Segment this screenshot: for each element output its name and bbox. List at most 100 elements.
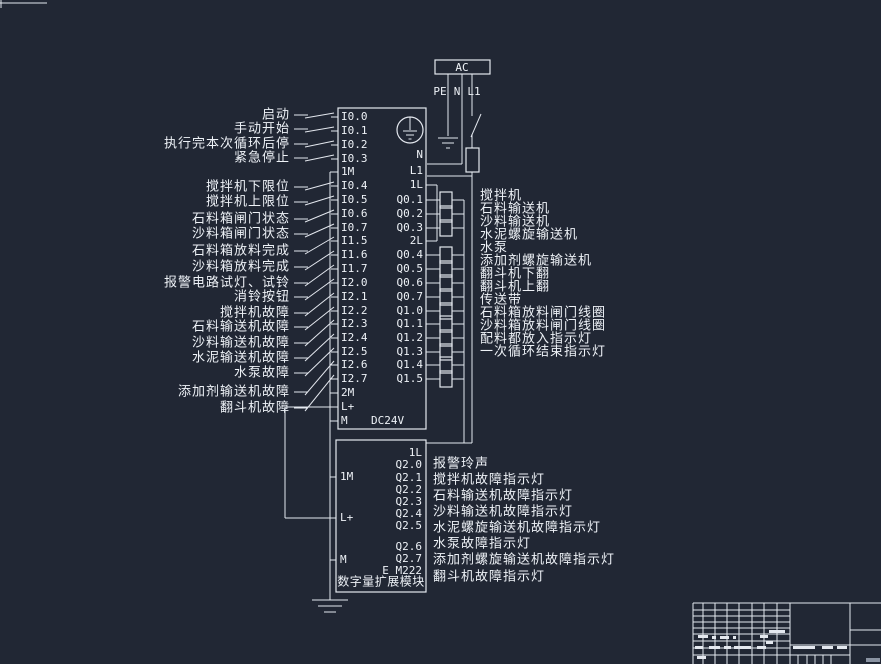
contact-blade	[304, 195, 335, 206]
plc-right-pin: Q1.1	[397, 317, 424, 330]
expansion-right-pin: Q2.6	[396, 540, 423, 553]
plc-right-pin: Q1.2	[397, 331, 424, 344]
plc-left-pin: I2.3	[341, 317, 368, 330]
expansion-left-pin: L+	[340, 511, 354, 524]
titleblock-text-mark	[822, 646, 833, 649]
common-buses	[284, 171, 338, 600]
input-label: 石料箱闸门状态	[192, 211, 290, 227]
expansion-right-pin: Q2.1	[396, 471, 423, 484]
contact-blade	[304, 250, 335, 271]
contact-blade	[304, 374, 335, 412]
title-block	[692, 602, 881, 664]
input-label: 搅拌机故障	[220, 305, 290, 321]
input-label: 沙料箱放料完成	[192, 259, 290, 275]
plc-right-pin: Q1.4	[397, 358, 424, 371]
titleblock-text-mark	[766, 641, 773, 644]
plc-right-pin: Q1.5	[397, 372, 424, 385]
expansion-left-pin: 1M	[340, 470, 354, 483]
expansion-outline	[335, 439, 427, 593]
expansion-module: 1ML+M1LQ2.0Q2.1Q2.2Q2.3Q2.4Q2.5Q2.6Q2.7E…	[335, 439, 615, 593]
plc-box: I0.0I0.1I0.2I0.31MI0.4I0.5I0.6I0.7I1.5I1…	[337, 107, 427, 430]
expansion-right-pin: Q2.0	[396, 458, 423, 471]
expansion-left-pin: M	[340, 553, 347, 566]
contact-blade	[304, 209, 335, 223]
titleblock-text-mark	[837, 646, 847, 649]
expansion-right-pin: 1L	[409, 446, 423, 459]
titleblock-text-mark	[709, 646, 720, 649]
expansion-output-label: 沙料输送机故障指示灯	[433, 504, 573, 520]
plc-left-pin: L+	[341, 400, 355, 413]
expansion-output-label: 水泵故障指示灯	[433, 537, 531, 552]
plc-dc24v-label: DC24V	[371, 414, 404, 427]
output-label: 沙料输送机	[480, 214, 550, 230]
expansion-output-label: 报警玲声	[433, 456, 489, 472]
output-label: 添加剂螺旋输送机	[480, 253, 592, 269]
input-label: 手动开始	[234, 122, 290, 137]
expansion-output-label: 添加剂螺旋输送机故障指示灯	[433, 552, 615, 568]
expansion-right-pin: Q2.3	[396, 495, 423, 508]
input-label: 搅拌机下限位	[206, 179, 290, 195]
contact-blade	[304, 112, 335, 119]
expansion-right-pin: Q2.4	[396, 507, 423, 520]
contact-blade	[304, 347, 335, 377]
expansion-right-pin: Q2.7	[396, 552, 423, 565]
output-label: 石料箱放料闸门线圈	[480, 305, 606, 321]
plc-right-pin: 1L	[410, 178, 424, 191]
input-label: 水泵故障	[234, 366, 290, 381]
titleblock-text-mark	[697, 656, 706, 659]
plc-left-pin: I2.0	[341, 276, 368, 289]
plc-left-pin: I2.2	[341, 304, 368, 317]
plc-right-pin: Q0.4	[397, 248, 424, 261]
plc-left-pin: I0.5	[341, 193, 368, 206]
input-label: 消铃按钮	[234, 290, 290, 305]
output-label: 石料输送机	[480, 201, 550, 217]
output-label: 水泵	[480, 241, 508, 256]
input-label: 报警电路试灯、试铃	[164, 275, 290, 291]
plc-right-pin: Q0.3	[397, 221, 424, 234]
plc-right-pin: L1	[410, 164, 423, 177]
contact-blade	[304, 360, 335, 396]
fuse-symbol	[465, 147, 480, 173]
pe-wire-label: PE	[433, 85, 446, 98]
output-label: 搅拌机	[480, 188, 522, 204]
earth-symbol	[438, 137, 458, 149]
expansion-right-pin: Q2.2	[396, 483, 423, 496]
input-label: 水泥输送机故障	[192, 350, 290, 366]
ground-circle-icon	[396, 116, 424, 144]
plc-left-pin: I0.6	[341, 207, 368, 220]
input-label: 翻斗机故障	[220, 401, 290, 416]
titleblock-text-mark	[793, 646, 815, 649]
input-label: 沙料输送机故障	[192, 335, 290, 351]
n-wire-label: N	[454, 85, 461, 98]
input-label: 沙料箱闸门状态	[192, 226, 290, 242]
contact-blade	[304, 181, 335, 191]
input-label: 紧急停止	[234, 150, 290, 166]
contact-blade	[304, 154, 335, 162]
contact-blade	[304, 236, 335, 255]
titleblock-text-mark	[769, 630, 785, 633]
disconnect-switch-blade	[470, 113, 482, 138]
l1-wire-label: L1	[467, 85, 480, 98]
input-section: 启动手动开始执行完本次循环后停紧急停止搅拌机下限位搅拌机上限位石料箱闸门状态沙料…	[164, 108, 338, 416]
contact-blade	[304, 278, 335, 301]
plc-right-pin: Q1.0	[397, 304, 424, 317]
plc-right-pin: 2L	[410, 234, 424, 247]
plc-left-pin: I0.4	[341, 179, 368, 192]
plc-left-pin: I0.1	[341, 124, 368, 137]
plc-right-pin: Q0.5	[397, 262, 424, 275]
output-label: 配料都放入指示灯	[480, 332, 592, 347]
plc-left-pin: I2.6	[341, 358, 368, 371]
plc-left-pin: I2.4	[341, 331, 368, 344]
output-label: 一次循环结束指示灯	[480, 344, 606, 360]
input-label: 启动	[262, 108, 290, 123]
expansion-output-label: 翻斗机故障指示灯	[433, 570, 545, 585]
titleblock-text-mark	[695, 646, 703, 649]
titleblock-text-mark	[698, 635, 708, 638]
plc-right-pin: Q0.7	[397, 290, 424, 303]
plc-left-pin: I0.0	[341, 110, 368, 123]
plc-right-pin: Q0.1	[397, 193, 424, 206]
contact-blade	[304, 333, 335, 362]
